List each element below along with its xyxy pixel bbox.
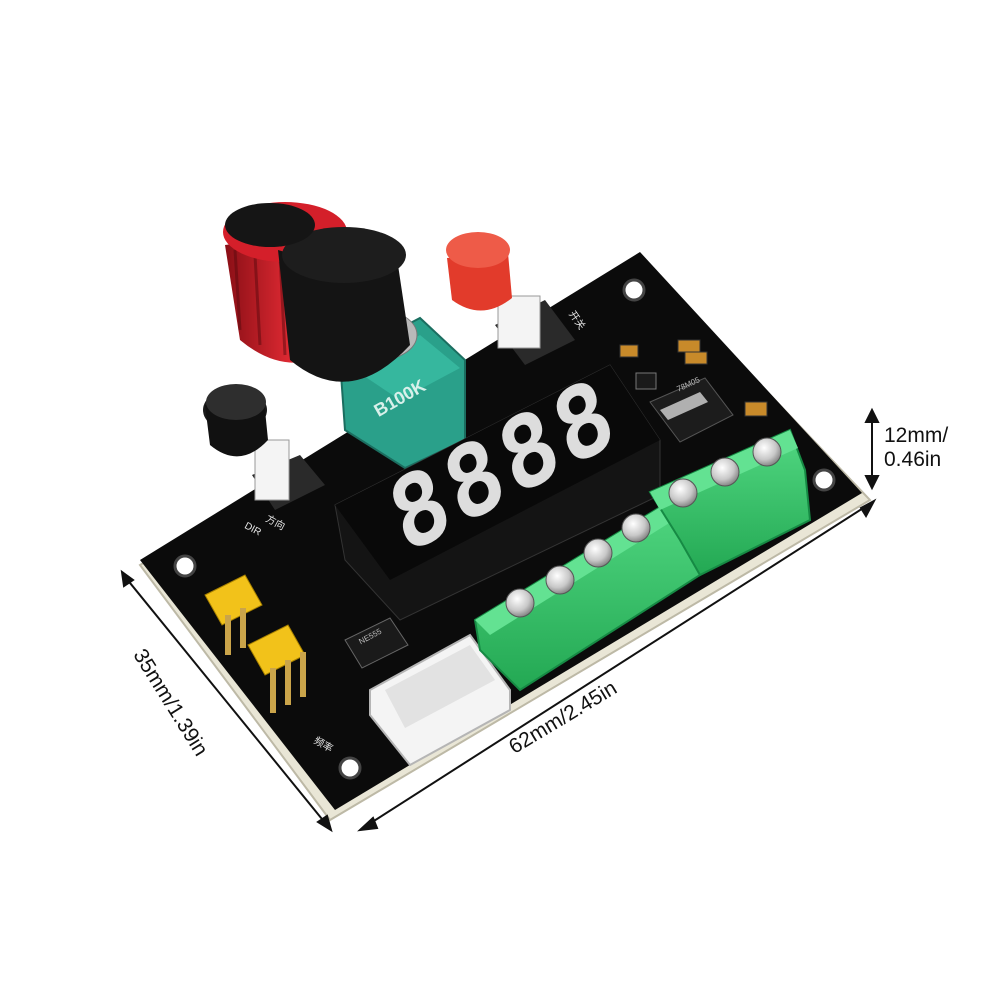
- height-label-line-1: 12mm/: [884, 424, 949, 447]
- arrow-head-icon: [316, 814, 333, 833]
- jumper-2: [247, 624, 306, 713]
- dir-button: [203, 384, 325, 510]
- height-label-line-2: 0.46in: [884, 448, 942, 472]
- terminal-screws: [505, 437, 782, 618]
- speed-knob: [223, 202, 410, 382]
- arrow-head-icon: [357, 816, 379, 832]
- voltage-regulator: [649, 377, 734, 443]
- arrow-head-icon: [864, 475, 880, 491]
- switch-button: [446, 232, 575, 365]
- mounting-hole: [812, 468, 836, 492]
- signal-connector: [369, 633, 511, 767]
- mounting-hole: [338, 756, 362, 780]
- depth-dimension-line: [125, 577, 327, 825]
- dimension-arrows: [120, 407, 880, 833]
- mounting-hole: [173, 554, 197, 578]
- mounting-hole: [622, 278, 646, 302]
- arrow-head-icon: [864, 407, 880, 423]
- ne555-chip: [344, 617, 409, 669]
- arrow-head-icon: [120, 569, 135, 588]
- smd-components: [619, 339, 768, 443]
- arrow-head-icon: [859, 498, 877, 518]
- width-dimension-line: [365, 504, 869, 827]
- height-dimension-label: 12mm/ 0.46in: [884, 424, 948, 472]
- jumper-1: [204, 574, 263, 655]
